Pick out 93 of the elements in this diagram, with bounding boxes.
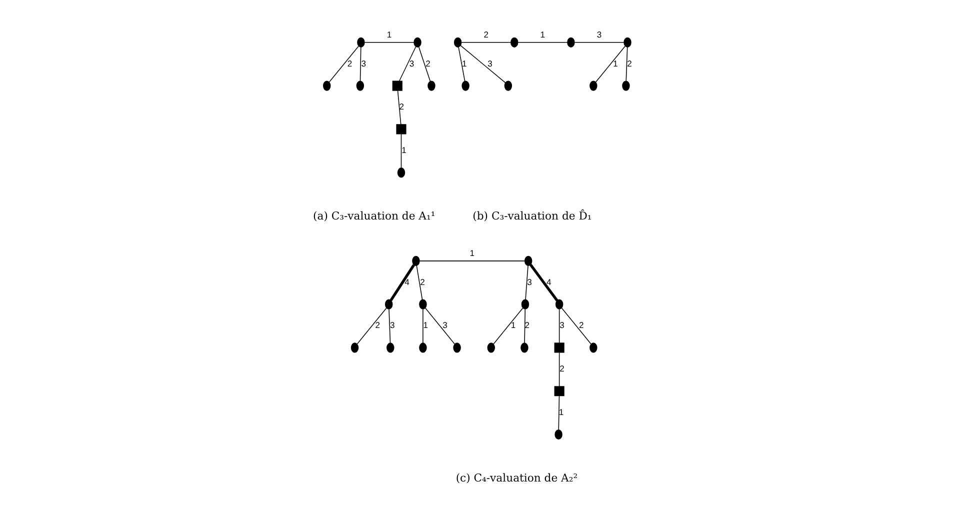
edge-label: 4: [404, 276, 410, 287]
edge-label: 3: [527, 276, 532, 287]
connector: [525, 265, 528, 300]
node-circle: [504, 80, 512, 91]
connector: [574, 42, 624, 43]
node-circle: [397, 168, 406, 178]
label: (b) C₃-valuation de D̂₁: [472, 210, 592, 223]
connector: [524, 308, 526, 344]
node-circle: [386, 342, 394, 353]
node-circle: [419, 299, 427, 310]
node-circle: [414, 37, 422, 48]
label: (a) C₃-valuation de A₁¹: [313, 210, 436, 223]
node-circle: [554, 429, 562, 440]
node-circle: [590, 80, 598, 91]
node-box: [554, 342, 564, 353]
connector: [595, 46, 626, 82]
edge-label: 2: [627, 58, 632, 68]
connector: [416, 265, 423, 300]
edge-label: 1: [423, 320, 428, 330]
connector: [364, 42, 414, 43]
edge-label: 1: [402, 145, 406, 156]
connector: [558, 308, 560, 344]
connector: [419, 260, 526, 262]
edge-label: 1: [462, 58, 467, 68]
edge-label: 2: [524, 320, 530, 330]
node-circle: [567, 37, 575, 48]
connector: [558, 396, 560, 430]
node-circle: [510, 37, 518, 48]
node-box: [396, 124, 406, 134]
connector: [493, 308, 524, 344]
connector: [400, 134, 402, 168]
connector: [626, 46, 628, 82]
node-circle: [624, 37, 632, 48]
edge-label: 1: [510, 320, 516, 330]
connector: [458, 46, 466, 82]
connector: [460, 45, 506, 84]
connector: [425, 308, 455, 344]
node-circle: [555, 299, 564, 310]
edge-label: 3: [488, 58, 492, 68]
connector: [328, 46, 359, 82]
edge-label: 1: [558, 406, 564, 417]
node-circle: [524, 256, 532, 266]
connector: [529, 264, 558, 302]
node-circle: [384, 299, 393, 310]
edge-label: 1: [386, 30, 392, 40]
node-circle: [357, 37, 365, 48]
connector: [397, 90, 402, 125]
node-circle: [520, 342, 528, 353]
node-circle: [412, 256, 420, 266]
edge-label: 1: [540, 30, 546, 40]
node-circle: [428, 80, 436, 91]
node-circle: [462, 80, 470, 91]
connector: [398, 46, 416, 82]
edge-label: 2: [560, 364, 564, 374]
node-circle: [622, 80, 630, 91]
edge-label: 2: [426, 58, 430, 68]
node-circle: [322, 80, 331, 91]
node-circle: [453, 342, 461, 353]
label: (c) C₄-valuation de A₂²: [456, 472, 578, 485]
node-circle: [419, 342, 427, 353]
node-box: [392, 80, 402, 91]
edge-label: 3: [596, 30, 602, 40]
node-circle: [454, 37, 462, 48]
connector: [360, 46, 362, 82]
edge-label: 4: [546, 276, 552, 287]
edge-label: 3: [361, 58, 366, 68]
edge-label: 3: [390, 320, 395, 330]
edge-label: 2: [347, 58, 352, 68]
connector: [356, 308, 387, 344]
edge-label: 2: [420, 276, 425, 287]
edge-label: 2: [399, 102, 404, 112]
edge-label: 2: [579, 320, 584, 330]
connector: [461, 42, 512, 43]
node-circle: [487, 342, 495, 353]
connector: [390, 264, 415, 302]
edge-label: 1: [470, 248, 475, 258]
node-circle: [356, 80, 364, 91]
connector: [418, 46, 431, 82]
edge-label: 2: [375, 320, 380, 330]
node-box: [554, 386, 564, 396]
edge-label: 1: [613, 58, 618, 68]
edge-label: 3: [442, 320, 448, 330]
edge-label: 3: [560, 320, 564, 330]
connector: [518, 42, 568, 43]
node-circle: [521, 299, 530, 310]
node-circle: [590, 342, 598, 353]
connector: [561, 308, 592, 344]
connector: [388, 308, 391, 344]
edge-label: 3: [409, 58, 414, 68]
connector: [422, 308, 424, 344]
connector: [558, 352, 560, 387]
edge-label: 2: [484, 30, 488, 40]
node-circle: [350, 342, 359, 353]
